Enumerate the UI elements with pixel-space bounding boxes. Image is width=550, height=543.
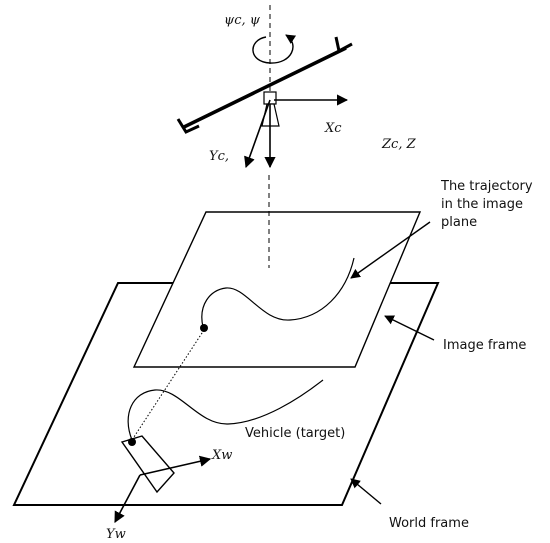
psi-label: ψc, ψ	[224, 13, 261, 28]
yc-label: Yc,	[209, 149, 229, 164]
world-frame-callout-arrow	[350, 478, 382, 505]
vehicle-body	[120, 435, 175, 494]
yaw-rotation-arrow	[252, 34, 297, 64]
uav-rotor-right	[334, 36, 353, 54]
uav-arm	[183, 46, 347, 129]
xc-label: Xc	[324, 121, 342, 136]
yc-axis-arrow	[244, 99, 271, 169]
trajectory-label-line3: plane	[441, 215, 477, 230]
yw-label: Yw	[106, 527, 126, 542]
zc-label: Zc, Z	[381, 137, 417, 152]
yw-axis-arrow	[114, 474, 141, 523]
trajectory-callout-arrow	[350, 221, 431, 279]
image-frame-label: Image frame	[443, 338, 526, 353]
uav-rotor-left	[176, 118, 200, 134]
world-trajectory-curve	[127, 379, 324, 441]
vehicle-point	[128, 438, 136, 446]
projection-line	[131, 329, 205, 441]
xw-label: Xw	[211, 448, 232, 463]
trajectory-label-line2: in the image	[441, 197, 523, 212]
vehicle-label: Vehicle (target)	[245, 426, 345, 441]
image-trajectory-curve	[201, 257, 355, 328]
world-frame-label: World frame	[389, 516, 469, 531]
xw-axis-arrow	[139, 455, 212, 476]
image-frame-callout-arrow	[384, 315, 435, 341]
image-target-point	[200, 324, 208, 332]
trajectory-label-line1: The trajectory	[440, 179, 533, 194]
